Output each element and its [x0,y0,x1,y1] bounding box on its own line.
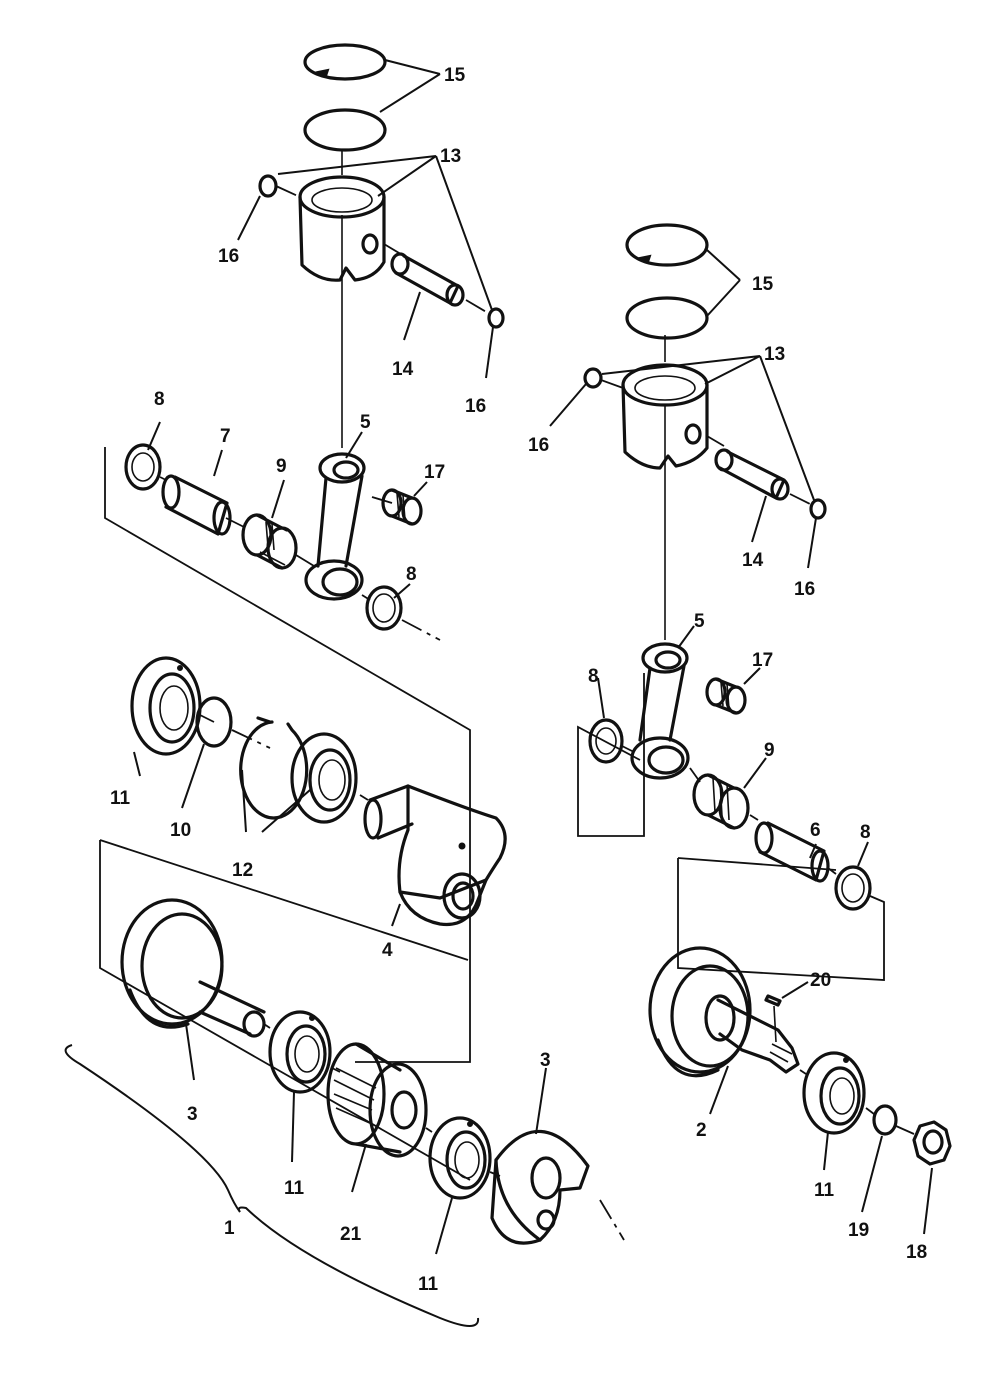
callout-left-1: 1 [224,1218,235,1239]
right-washer-19 [872,1104,898,1136]
callout-right-18: 18 [906,1242,927,1263]
callout-left-14: 14 [392,359,414,380]
callout-left-13: 13 [440,146,461,167]
right-circlip-16b [809,498,827,520]
right-piston-ring-top [625,223,709,267]
right-ball-bearing-11 [802,1051,866,1135]
left-ball-bearing-12 [290,732,358,824]
left-piston-ring-top [303,43,387,81]
callout-right-8a: 8 [588,666,599,687]
callout-left-11c: 11 [418,1274,439,1295]
left-snap-ring-12 [239,716,309,820]
left-wrist-pin [390,252,465,307]
left-thrust-washer-8b [365,585,403,631]
left-crank-half-3a [120,898,266,1038]
left-rotary-valve-21 [326,1042,428,1158]
right-key-20 [764,994,782,1007]
right-piston-ring-second [625,296,709,340]
callout-left-3a: 3 [187,1104,198,1125]
callout-left-16b: 16 [465,396,486,417]
callout-right-16b: 16 [794,579,815,600]
callout-right-9: 9 [764,740,775,761]
right-thrust-washer-8b [834,865,872,911]
callout-left-4: 4 [382,940,393,961]
left-ball-bearing-11c [428,1116,492,1200]
callout-right-13: 13 [764,344,785,365]
callout-right-19: 19 [848,1220,869,1241]
callout-left-16a: 16 [218,246,239,267]
callout-left-15: 15 [444,65,466,86]
callout-right-11: 11 [814,1180,835,1201]
left-connecting-rod [304,452,366,601]
callout-left-9: 9 [276,456,287,477]
right-thrust-washer-8a [588,718,624,764]
left-circlip-16b [487,307,505,329]
right-crank-half-2 [648,946,800,1078]
left-piston-ring-second [303,108,387,152]
right-circlip-16a [583,367,603,389]
callout-right-8b: 8 [860,822,871,843]
left-crank-half-4 [363,784,507,927]
right-small-end-bearing-17 [705,677,747,715]
callout-right-20: 20 [810,970,831,991]
callout-right-14: 14 [742,550,764,571]
left-circlip-16a [258,174,278,198]
callout-left-21: 21 [340,1224,362,1245]
left-thrust-washer-8a [124,443,162,491]
right-nut-18 [912,1120,952,1166]
callout-left-10: 10 [170,820,191,841]
assembly-brace-1 [64,1044,480,1327]
left-needle-bearing-9 [241,513,298,570]
right-needle-bearing-9 [692,773,750,830]
left-crank-pin-7 [161,474,232,536]
callout-left-7: 7 [220,426,231,447]
callout-left-12: 12 [232,860,253,881]
callout-left-17: 17 [424,462,445,483]
right-wrist-pin [714,448,790,501]
callout-right-6: 6 [810,820,821,841]
left-crank-half-3b [490,1129,590,1245]
left-small-end-bearing-17 [381,488,423,526]
callout-left-11b: 11 [284,1178,305,1199]
left-retaining-ring-10 [195,696,233,748]
callout-right-16a: 16 [528,435,549,456]
left-ball-bearing-11b [268,1010,332,1094]
callout-left-11a: 11 [110,788,131,809]
callout-right-5: 5 [694,611,705,632]
callout-left-8a: 8 [154,389,165,410]
callout-left-5: 5 [360,412,371,433]
callout-right-15: 15 [752,274,774,295]
callout-left-8b: 8 [406,564,417,585]
right-connecting-rod [630,642,690,780]
callout-right-2: 2 [696,1120,707,1141]
callout-right-17: 17 [752,650,773,671]
callout-left-3b: 3 [540,1050,551,1071]
left-ball-bearing-11a [130,656,202,756]
